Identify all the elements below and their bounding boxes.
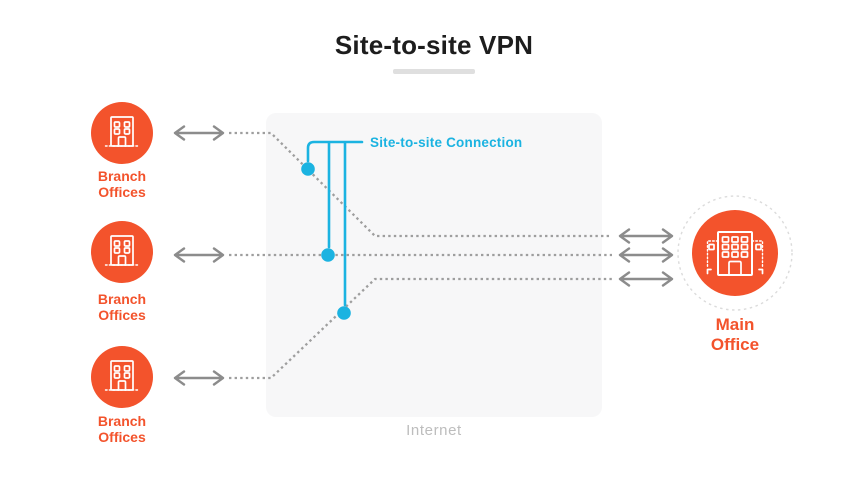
- branch-office-label-3-line2: Offices: [98, 429, 146, 445]
- large-building-icon: [706, 231, 764, 276]
- tunnel-endpoint-dot-3: [337, 306, 351, 320]
- branch3-connection-line: [229, 277, 612, 380]
- dotted-ring: [677, 195, 793, 311]
- branch-office-label-2-line2: Offices: [98, 307, 146, 323]
- main-office-node: [677, 195, 793, 311]
- connection-label: Site-to-site Connection: [370, 135, 523, 150]
- branch-office-label-2: Branch Offices: [62, 291, 182, 323]
- double-arrow-icon-right-3: [618, 271, 674, 287]
- main-office-label-line2: Office: [710, 335, 760, 354]
- callout-bracket-line-1: [306, 140, 364, 163]
- branch-office-label-2-line1: Branch: [97, 291, 147, 307]
- tunnel-endpoint-dot-1: [301, 162, 315, 176]
- double-arrow-icon-right-2: [618, 247, 674, 263]
- double-arrow-icon-left-3: [173, 370, 225, 386]
- tunnel-endpoint-dot-2: [321, 248, 335, 262]
- main-office-label-line1: Main: [715, 315, 755, 334]
- double-arrow-icon-right-1: [618, 228, 674, 244]
- diagram-title: Site-to-site VPN: [334, 30, 534, 60]
- double-arrow-icon-left-1: [173, 125, 225, 141]
- branch-office-label-1: Branch Offices: [62, 168, 182, 200]
- internet-label: Internet: [406, 422, 462, 439]
- main-office-label: Main Office: [675, 315, 795, 355]
- building-icon: [104, 360, 140, 391]
- branch-office-node-2: [91, 221, 153, 283]
- branch-office-label-1-line2: Offices: [98, 184, 146, 200]
- branch-office-label-3: Branch Offices: [62, 413, 182, 445]
- internet-cloud-box: [266, 113, 602, 417]
- title-underline: [393, 69, 475, 74]
- building-icon: [104, 235, 140, 266]
- building-icon: [104, 116, 140, 147]
- branch-office-label-3-line1: Branch: [97, 413, 147, 429]
- double-arrow-icon-left-2: [173, 247, 225, 263]
- branch-office-node-3: [91, 346, 153, 408]
- branch-office-label-1-line1: Branch: [97, 168, 147, 184]
- vpn-tunnel-callout: [301, 140, 364, 320]
- branch-office-node-1: [91, 102, 153, 164]
